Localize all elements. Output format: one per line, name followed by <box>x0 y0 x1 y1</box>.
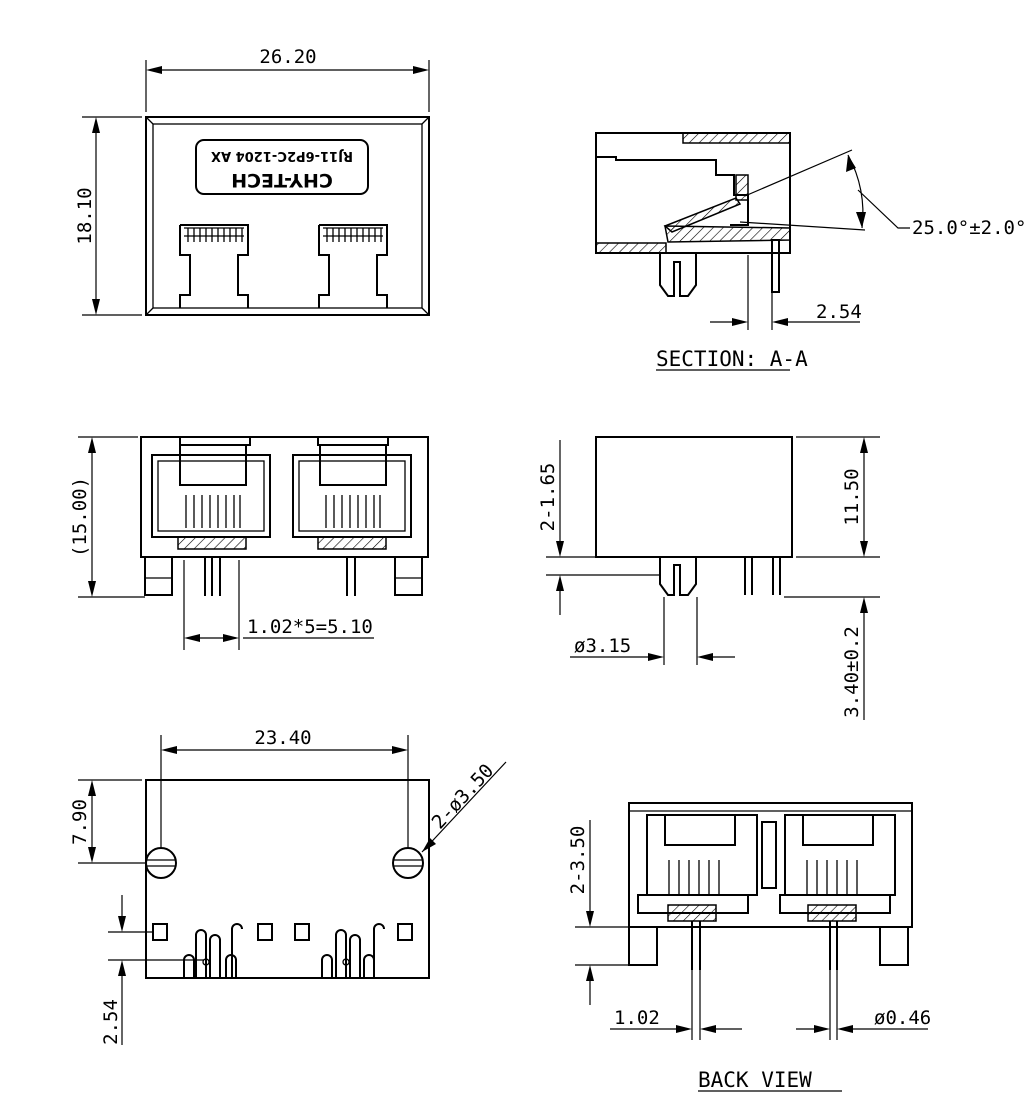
dim-side-pin-len: 2-1.65 <box>537 463 559 532</box>
dim-back-pitch: 1.02 <box>614 1007 660 1029</box>
section-pin <box>771 239 780 293</box>
top-view-body <box>145 116 430 316</box>
back-view-body <box>628 802 913 928</box>
dim-front-height: (15.00) <box>69 477 91 557</box>
back-center-slot <box>761 821 777 889</box>
front-left-jack <box>151 454 271 538</box>
front-view: (15.00) 1.02*5=5.10 <box>69 436 429 650</box>
dim-angle: 25.0°±2.0° <box>912 217 1026 239</box>
dim-back-pin-dia: ø0.46 <box>874 1007 931 1029</box>
dim-top-width: 26.20 <box>259 46 316 68</box>
dim-section-pitch: 2.54 <box>816 301 862 323</box>
front-view-body <box>140 436 429 558</box>
dim-hole-dia: 2-ø3.50 <box>428 760 499 834</box>
dim-post-dia: ø3.15 <box>574 635 631 657</box>
dim-bottom-pitch: 2.54 <box>100 999 122 1045</box>
logo-brand: CHY-TECH <box>231 169 333 191</box>
back-view-title: BACK VIEW <box>698 1068 812 1092</box>
mount-hole-right <box>392 847 424 879</box>
top-view: CHY-TECH RJ11-6P2C-1204 AX 26.20 18.10 <box>74 46 430 316</box>
logo-part-number: RJ11-6P2C-1204 AX <box>211 148 353 163</box>
dim-pin-pitch: 1.02*5=5.10 <box>247 616 373 638</box>
dim-back-height: 2-3.50 <box>567 826 589 895</box>
bottom-view-body <box>145 779 430 979</box>
section-view: 25.0°±2.0° 2.54 SECTION: A-A <box>595 132 1026 371</box>
mount-hole-left <box>145 847 177 879</box>
top-view-logo: CHY-TECH RJ11-6P2C-1204 AX <box>211 148 353 191</box>
front-right-jack <box>292 454 412 538</box>
top-left-port <box>179 224 249 308</box>
dim-bottom-width: 23.40 <box>254 727 311 749</box>
section-title: SECTION: A-A <box>656 347 808 371</box>
dim-bottom-offset: 7.90 <box>69 799 91 845</box>
side-view: 11.50 2-1.65 3.40±0.2 ø3.15 <box>537 436 880 720</box>
dim-side-height: 11.50 <box>841 468 863 525</box>
back-view: 2-3.50 1.02 ø0.46 BACK VIEW <box>567 802 931 1092</box>
top-view-label-plate <box>195 139 369 195</box>
dim-pin-len: 3.40±0.2 <box>841 626 863 718</box>
side-view-body <box>595 436 793 558</box>
dim-top-height: 18.10 <box>74 187 96 244</box>
bottom-view: 23.40 7.90 2-ø3.50 2.54 <box>69 727 507 1045</box>
top-right-port <box>318 224 388 308</box>
